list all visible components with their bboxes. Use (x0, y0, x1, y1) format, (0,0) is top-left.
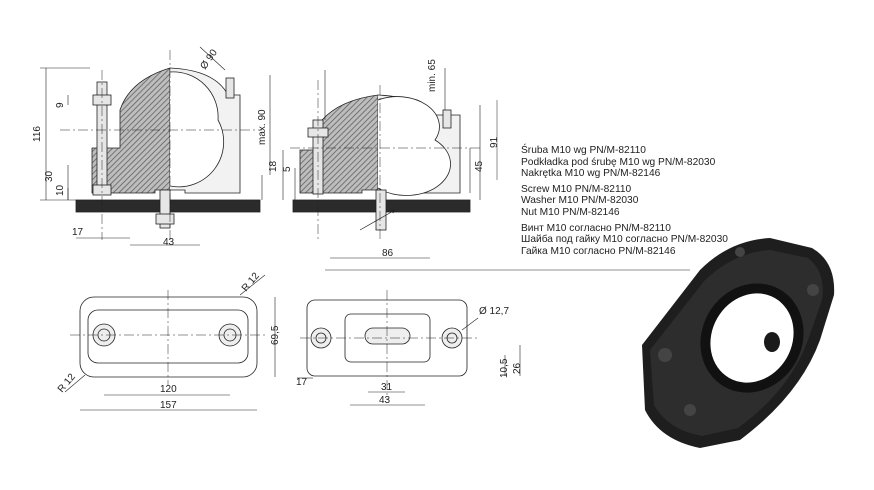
clamp-section-2 (299, 94, 379, 194)
dim-30: 30 (44, 170, 55, 182)
dim-116: 116 (32, 126, 43, 142)
spec-group-ru: Винт M10 согласно PN/M-82110 Шайба под г… (521, 223, 728, 258)
spec-group-en: Screw M10 PN/M-82110 Washer M10 PN/M-820… (521, 184, 728, 219)
pipe-outline (169, 71, 225, 188)
dim-69-5: 69,5 (270, 325, 281, 345)
dim-min65: min. 65 (427, 59, 438, 92)
dim-10-5: 10,5 (499, 358, 510, 378)
screw-right (225, 77, 235, 99)
spec-pl-screw: Śruba M10 wg PN/M-82110 (521, 145, 646, 156)
top-view-left (64, 274, 276, 411)
spec-en-washer: Washer M10 PN/M-82030 (521, 195, 639, 207)
dim-9: 9 (55, 102, 66, 108)
dim-86: 86 (382, 248, 394, 259)
spec-ru-washer: Шайба под гайку M10 согласно PN/M-82030 (521, 234, 728, 246)
dim-26: 26 (512, 362, 523, 374)
dim-10: 10 (55, 184, 66, 196)
dim-17b: 17 (296, 377, 308, 388)
dim-91: 91 (489, 136, 500, 148)
dim-45: 45 (474, 160, 485, 172)
dim-43a: 43 (163, 237, 175, 248)
spec-en-screw: Screw M10 PN/M-82110 (521, 183, 632, 195)
dim-17a: 17 (72, 227, 84, 238)
spec-pl-washer: Podkładka pod śrubę M10 wg PN/M-82030 (521, 156, 716, 168)
top-view-right (297, 290, 521, 406)
dim-157: 157 (160, 400, 177, 411)
dim-max90: max. 90 (257, 109, 268, 145)
front-section-view (40, 46, 271, 246)
spec-group-pl: Śruba M10 wg PN/M-82110 Podkładka pod śr… (521, 145, 728, 180)
dim-18: 18 (268, 160, 279, 172)
dim-5: 5 (282, 166, 293, 172)
clamp-render-3d (642, 238, 835, 448)
dim-d90: Ø 90 (198, 47, 220, 71)
dim-r12a: R 12 (240, 270, 262, 294)
spec-ru-screw: Винт M10 согласно PN/M-82110 (521, 222, 671, 234)
hardware-spec-list: Śruba M10 wg PN/M-82110 Podkładka pod śr… (521, 145, 728, 261)
spec-ru-nut: Гайка M10 согласно PN/M-82146 (521, 245, 676, 257)
spec-pl-nut: Nakrętka M10 wg PN/M-82146 (521, 168, 661, 180)
dim-43b: 43 (379, 395, 391, 406)
plate-outline (79, 296, 258, 378)
dim-31: 31 (381, 382, 393, 393)
spec-en-nut: Nut M10 PN/M-82146 (521, 206, 620, 218)
dim-d12-7: Ø 12,7 (479, 306, 509, 317)
slot (364, 327, 411, 345)
dim-r12b: R 12 (56, 371, 78, 395)
side-section-view (282, 68, 690, 271)
dim-120: 120 (160, 384, 177, 395)
